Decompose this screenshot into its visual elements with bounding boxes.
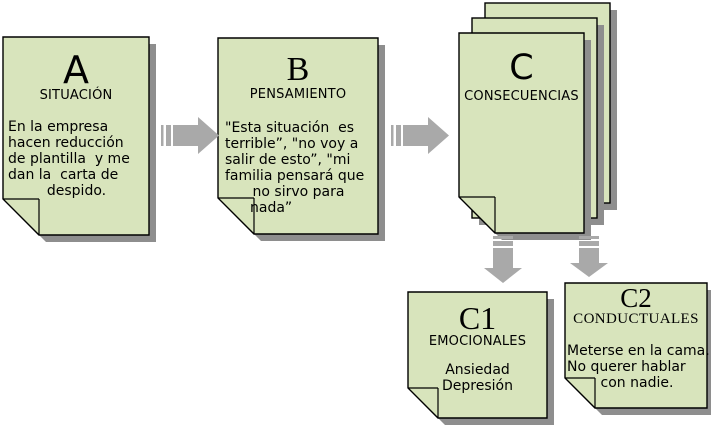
card-a-body-line: hacen reducción — [8, 135, 124, 151]
card-a-fold-crease — [3, 198, 40, 235]
card-a-shape — [2, 36, 150, 236]
card-b-fold-crease — [218, 197, 255, 234]
card-b-body-line: salir de esto”, "mi — [225, 152, 351, 168]
arrow-b-to-c — [391, 117, 449, 154]
card-c2-body-line: con nadie. — [600, 375, 674, 391]
card-c-fold-crease — [459, 196, 496, 233]
card-c1-fold-crease — [408, 387, 439, 418]
card-c2-shape — [564, 282, 708, 409]
card-c-letter: C — [509, 48, 534, 88]
card-b-title: PENSAMIENTO — [249, 87, 347, 102]
card-c1-letter: C1 — [458, 300, 497, 336]
card-b-shape — [217, 37, 379, 235]
card-a-body-line: despido. — [46, 183, 107, 199]
arrow-a-to-b — [161, 117, 219, 154]
card-c1-shape — [407, 291, 548, 419]
card-c-shape — [458, 32, 585, 234]
card-b-letter: B — [286, 51, 310, 88]
card-b-body: "Esta situación es terrible”, "no voy a … — [225, 120, 372, 216]
card-b-body-line: "Esta situación es — [225, 120, 355, 136]
card-c1-body: Ansiedad Depresión — [408, 362, 547, 394]
card-a-body-line: En la empresa — [8, 119, 109, 135]
card-c1-body-line: Depresión — [442, 378, 513, 394]
card-c2-fold-crease — [565, 377, 596, 408]
card-b-body-line: familia pensará que — [225, 168, 365, 184]
card-c1-title: EMOCIONALES — [428, 334, 527, 349]
card-b-body-line: no sirvo para — [252, 184, 345, 200]
card-b-body-line: terrible”, "no voy a — [225, 136, 359, 152]
card-c2-body-line: No querer hablar — [567, 359, 686, 375]
card-a-letter: A — [63, 48, 89, 92]
arrow-c-to-c2 — [570, 236, 608, 277]
card-c2-letter: C2 — [620, 283, 652, 313]
card-a-body: En la empresa hacen reducción de plantil… — [8, 119, 145, 199]
card-c2-title: CONDUCTUALES — [573, 311, 699, 327]
card-a-title: SITUACIÓN — [39, 88, 113, 103]
card-b-body-line: nada” — [250, 200, 293, 216]
card-a-body-line: de plantilla y me — [8, 151, 130, 167]
card-c1-body-line: Ansiedad — [445, 362, 510, 378]
card-c2-body-line: Meterse en la cama. — [567, 343, 710, 359]
card-c2-body: Meterse en la cama. No querer hablar con… — [567, 343, 710, 391]
card-a-body-line: dan la carta de — [8, 167, 119, 183]
arrow-c-to-c1 — [484, 236, 522, 283]
card-c-title: CONSECUENCIAS — [464, 89, 579, 104]
